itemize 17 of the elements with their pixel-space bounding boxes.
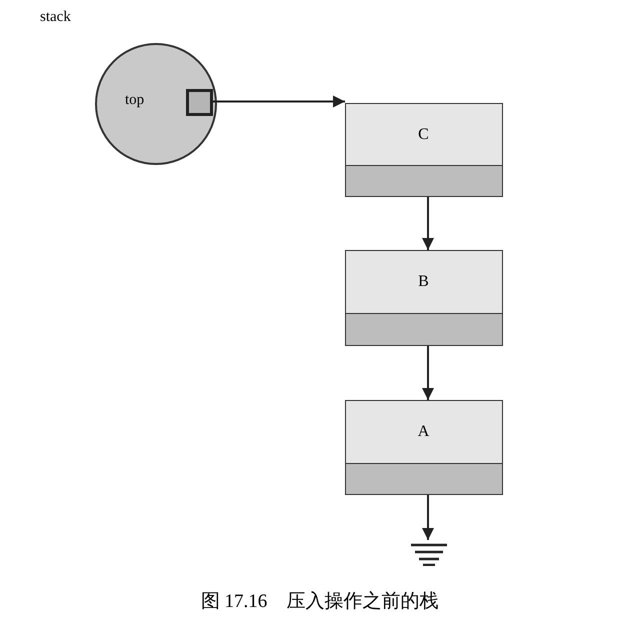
record-box [345, 103, 503, 197]
pointer-label: top [125, 92, 144, 109]
pointer-box [186, 88, 212, 116]
record-label: C [417, 126, 430, 144]
circle-label: stack [40, 9, 71, 26]
record-label: A [416, 423, 430, 441]
caption: 图 17.16 压入操作之前的栈 [200, 590, 440, 614]
record-label: B [417, 273, 430, 291]
arrow [212, 96, 345, 108]
arrow [422, 346, 434, 400]
arrow [422, 197, 434, 250]
record-box [345, 400, 503, 495]
pointer-field [344, 312, 502, 346]
arrow [422, 495, 434, 540]
pointer-field [344, 164, 502, 196]
record-box [345, 250, 503, 346]
pointer-field [344, 462, 502, 494]
